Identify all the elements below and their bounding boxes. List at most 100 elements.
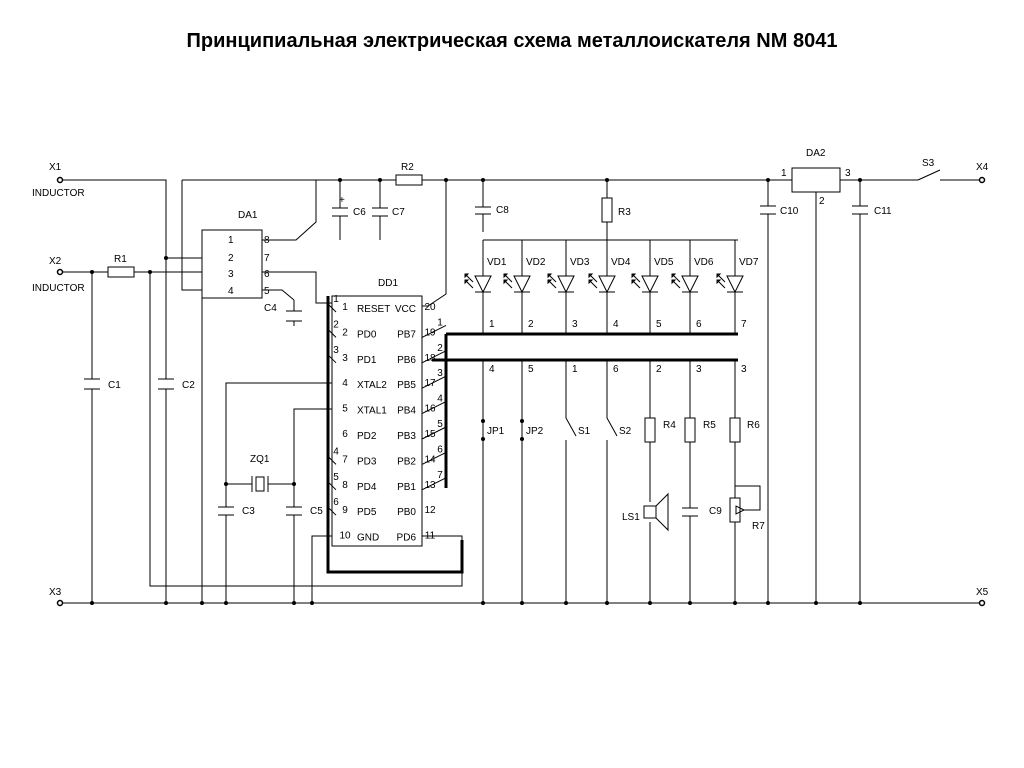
x3-label: X3 <box>49 587 62 598</box>
dd1-pin-name: PD0 <box>357 329 377 340</box>
c3-label: C3 <box>242 506 255 517</box>
led-bus-number-5: 5 <box>656 319 662 330</box>
dd1-wire-number: 1 <box>437 317 443 328</box>
bus-number-1: 4 <box>489 364 495 375</box>
dd1-wire-number: 6 <box>333 497 339 508</box>
dd1-pin-number: 8 <box>342 480 348 491</box>
x3-terminal <box>56 599 64 607</box>
bus-number-2: 5 <box>528 364 534 375</box>
da1-pin5: 5 <box>264 286 270 297</box>
led-label-5: VD5 <box>654 257 674 268</box>
dd1-pin-number: 16 <box>424 404 436 415</box>
dd1-wire-number: 4 <box>333 446 339 457</box>
da1-pin6: 6 <box>264 269 270 280</box>
x5-label: X5 <box>976 587 989 598</box>
da2-regulator <box>791 167 841 193</box>
led-label-3: VD3 <box>570 257 590 268</box>
dd1-pin-17: PB5 173 <box>397 368 447 391</box>
dd1-pin-name: PB1 <box>397 482 416 493</box>
r3-label: R3 <box>618 207 631 218</box>
dd1-pin-9: PD5 96 <box>327 497 377 518</box>
c6-label: C6 <box>353 207 366 218</box>
c6-polarity: + <box>339 195 345 206</box>
dd1-wire-number: 3 <box>333 345 339 356</box>
dd1-pin-number: 17 <box>424 378 436 389</box>
bus-number-4: 6 <box>613 364 619 375</box>
dd1-pin-name: PB7 <box>397 329 416 340</box>
dd1-left-pins: RESET11PD022PD133XTAL24XTAL15PD26PD374PD… <box>327 294 390 544</box>
da2-pin1: 1 <box>781 168 787 179</box>
dd1-wire-number: 2 <box>333 319 339 330</box>
dd1-pin-number: 18 <box>424 353 436 364</box>
dd1-pin-name: PB2 <box>397 456 416 467</box>
s2-label: S2 <box>619 426 632 437</box>
da2-pin2: 2 <box>819 196 825 207</box>
component-bodies <box>84 167 868 547</box>
dd1-wire-number: 4 <box>437 394 443 405</box>
x2-label: X2 <box>49 256 62 267</box>
da1-label: DA1 <box>238 210 258 221</box>
labels: X1 INDUCTOR X2 INDUCTOR X3 X4 X5 R1 R2 R… <box>32 148 989 598</box>
bus-number-5: 2 <box>656 364 662 375</box>
dd1-pin-name: PD5 <box>357 507 377 518</box>
r7-potentiometer <box>729 497 741 523</box>
c1-label: C1 <box>108 380 121 391</box>
r4-resistor <box>644 417 656 443</box>
dd1-pin-name: VCC <box>395 304 416 315</box>
r1-label: R1 <box>114 254 127 265</box>
inductor-label-1: INDUCTOR <box>32 188 85 199</box>
dd1-pin-number: 3 <box>342 353 348 364</box>
led-label-6: VD6 <box>694 257 714 268</box>
c4-label: C4 <box>264 303 277 314</box>
r5-resistor <box>684 417 696 443</box>
dd1-pin-number: 6 <box>342 429 348 440</box>
r6-resistor <box>729 417 741 443</box>
dd1-pin-number: 15 <box>424 429 436 440</box>
dd1-pin-name: PB6 <box>397 355 416 366</box>
dd1-pin-number: 9 <box>342 505 348 516</box>
x5-terminal <box>978 599 986 607</box>
da1-pin2: 2 <box>228 253 234 264</box>
da2-pin3: 3 <box>845 168 851 179</box>
dd1-pin-name: RESET <box>357 304 390 315</box>
dd1-label: DD1 <box>378 278 398 289</box>
page-title: Принципиальная электрическая схема метал… <box>186 30 838 52</box>
x1-label: X1 <box>49 162 62 173</box>
dd1-pin-name: PB5 <box>397 380 416 391</box>
da1-pin8: 8 <box>264 235 270 246</box>
r1-resistor <box>107 266 135 278</box>
da1-chip <box>201 229 263 299</box>
dd1-wire-number: 1 <box>333 294 339 305</box>
dd1-wire-number: 3 <box>437 368 443 379</box>
bus-number-6: 3 <box>696 364 702 375</box>
c2-label: C2 <box>182 380 195 391</box>
r3-resistor <box>601 197 613 223</box>
dd1-pin-number: 20 <box>424 302 436 313</box>
dd1-wire-number: 2 <box>437 343 443 354</box>
dd1-pin-name: GND <box>357 533 379 544</box>
r7-label: R7 <box>752 521 765 532</box>
dd1-wire-number: 7 <box>437 470 443 481</box>
led-label-1: VD1 <box>487 257 507 268</box>
dd1-pin-number: 13 <box>424 480 436 491</box>
dd1-pin-20: VCC 20 <box>395 302 436 315</box>
c11-label: C11 <box>874 206 892 217</box>
dd1-pin-name: PB3 <box>397 431 416 442</box>
terminals <box>56 176 986 607</box>
